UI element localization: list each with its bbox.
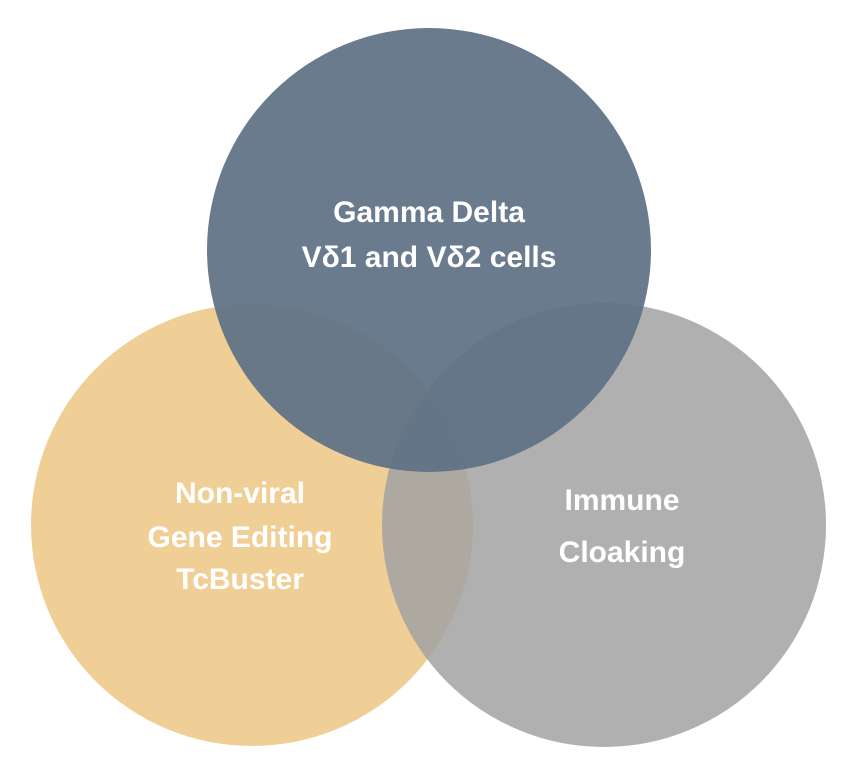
immune-cloaking-label-line-2: Cloaking xyxy=(559,536,686,569)
gene-editing-label-line-3: TcBuster xyxy=(176,563,304,596)
gene-editing-label-line-2: Gene Editing xyxy=(147,521,332,554)
gamma-delta-circle xyxy=(207,28,651,472)
gamma-delta-label-line-1: Gamma Delta xyxy=(333,196,525,229)
gene-editing-label-line-1: Non-viral xyxy=(175,477,305,510)
immune-cloaking-label-line-1: Immune xyxy=(564,484,679,517)
gamma-delta-label-line-2: Vδ1 and Vδ2 cells xyxy=(302,241,557,274)
